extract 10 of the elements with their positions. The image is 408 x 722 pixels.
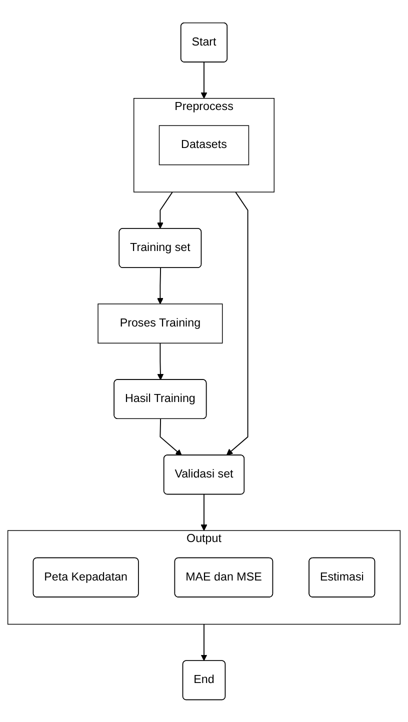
arrow [200, 493, 208, 531]
arrow [160, 418, 182, 456]
arrow [157, 267, 164, 304]
arrow [157, 191, 173, 228]
arrow [200, 61, 208, 98]
arrow [200, 623, 208, 661]
arrow [157, 342, 164, 380]
node-box: Proses Training [98, 303, 223, 344]
arrow [226, 191, 248, 455]
node-box: Datasets [158, 124, 250, 165]
